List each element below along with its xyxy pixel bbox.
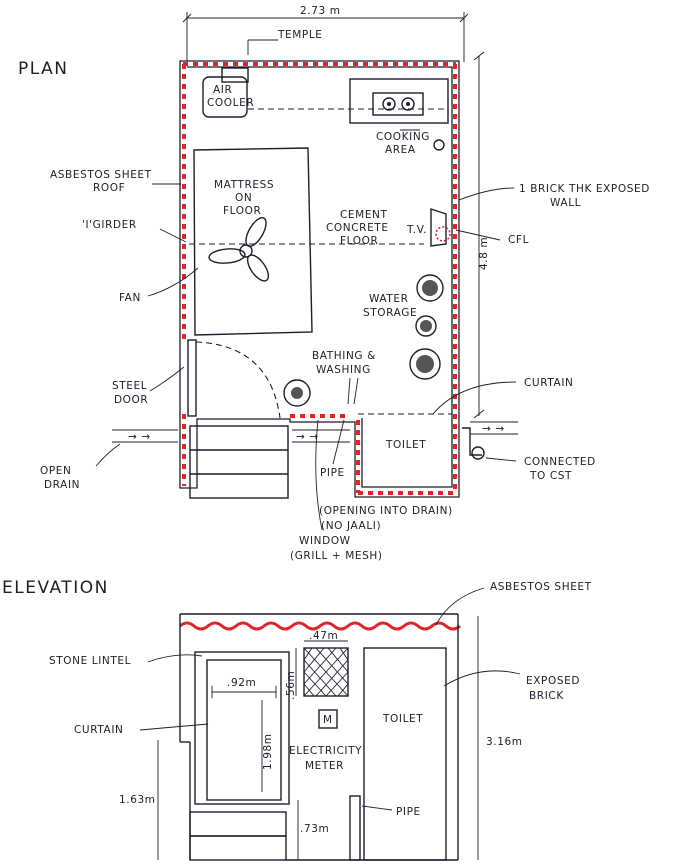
elevation-outline bbox=[179, 613, 459, 860]
dim-163-label: 1.63m bbox=[119, 794, 156, 806]
window-label-2: (GRILL + MESH) bbox=[290, 550, 383, 562]
open-drain-label-1: OPEN bbox=[40, 465, 72, 477]
electricity-meter bbox=[318, 709, 338, 729]
connected-label-2: TO CST bbox=[529, 470, 572, 482]
steel-door bbox=[187, 339, 281, 419]
dim-92-label: .92m bbox=[227, 677, 256, 689]
cfl-label: CFL bbox=[508, 234, 529, 246]
steel-door-label-2: DOOR bbox=[114, 394, 148, 406]
bathing-label-1: BATHING & bbox=[312, 350, 376, 362]
plan-depth-dimension: 4.8 m bbox=[473, 51, 490, 419]
brick-wall-label-1: 1 BRICK THK EXPOSED bbox=[519, 183, 650, 195]
temple-box bbox=[221, 67, 249, 83]
fan-label: FAN bbox=[119, 292, 141, 304]
water-label-1: WATER bbox=[369, 293, 409, 305]
ceiling-fan bbox=[208, 217, 270, 282]
air-cooler-label-1: AIR bbox=[213, 84, 232, 96]
mattress bbox=[193, 147, 313, 336]
stone-lintel-label: STONE LINTEL bbox=[49, 655, 131, 667]
opening-label-2: (NO JAALI) bbox=[321, 520, 381, 532]
mattress-label-3: FLOOR bbox=[223, 205, 261, 217]
asbestos-wave bbox=[179, 621, 461, 631]
toilet-label: TOILET bbox=[385, 439, 426, 451]
air-cooler bbox=[202, 76, 248, 118]
temple-label: TEMPLE bbox=[277, 29, 323, 41]
electricity-label-1: ELECTRICITY bbox=[289, 745, 362, 757]
svg-text:→ →: → → bbox=[482, 423, 505, 435]
plan-walls bbox=[179, 60, 460, 498]
svg-text:→ →: → → bbox=[296, 431, 319, 443]
plan-width-label: 2.73 m bbox=[300, 5, 341, 17]
plan-heading: PLAN bbox=[18, 59, 68, 79]
elevation-curtain-label: CURTAIN bbox=[74, 724, 123, 736]
tv-unit bbox=[430, 208, 447, 247]
cooking-label-2: AREA bbox=[385, 144, 416, 156]
tv-label: T.V. bbox=[406, 224, 427, 236]
connected-label-1: CONNECTED bbox=[524, 456, 596, 468]
elevation-heading: ELEVATION bbox=[2, 578, 109, 598]
water-label-2: STORAGE bbox=[363, 307, 417, 319]
meter-symbol: M bbox=[323, 714, 333, 726]
bathing-bucket bbox=[283, 379, 311, 407]
mattress-label-1: MATTRESS bbox=[214, 179, 274, 191]
elevation-pipe-label: PIPE bbox=[396, 806, 421, 818]
water-storage bbox=[409, 274, 444, 380]
opening-label-1: (OPENING INTO DRAIN) bbox=[319, 505, 453, 517]
asbestos-roof-label-1: ASBESTOS SHEET bbox=[50, 169, 152, 181]
window-label-1: WINDOW bbox=[299, 535, 351, 547]
dim-56-label: .56m bbox=[285, 671, 297, 700]
elevation-steps bbox=[180, 741, 287, 861]
bathing-label-2: WASHING bbox=[316, 364, 371, 376]
i-girder-label: 'I'GIRDER bbox=[82, 219, 137, 231]
cfl-icon bbox=[435, 226, 451, 242]
elevation-toilet-label: TOILET bbox=[382, 713, 423, 725]
dim-47-label: .47m bbox=[309, 630, 338, 642]
toilet-block bbox=[363, 647, 447, 861]
steel-door-label-1: STEEL bbox=[112, 380, 147, 392]
asbestos-sheet-label: ASBESTOS SHEET bbox=[490, 581, 592, 593]
brick-wall-label-2: WALL bbox=[550, 197, 581, 209]
open-drain-label-2: DRAIN bbox=[44, 479, 80, 491]
svg-text:→ →: → → bbox=[128, 431, 151, 443]
elevation-pipe bbox=[349, 795, 361, 861]
curtain-label: CURTAIN bbox=[524, 377, 573, 389]
pipe-label: PIPE bbox=[320, 467, 345, 479]
dim-316-label: 3.16m bbox=[486, 736, 523, 748]
cement-label-2: CONCRETE bbox=[326, 222, 389, 234]
cement-label-1: CEMENT bbox=[340, 209, 388, 221]
asbestos-roof-label-2: ROOF bbox=[93, 182, 125, 194]
open-drain: → → → → bbox=[112, 429, 350, 443]
door-frame bbox=[194, 651, 290, 805]
cst-connection: → → bbox=[462, 421, 518, 460]
air-cooler-label-2: COOLER bbox=[207, 97, 254, 109]
dim-73-label: .73m bbox=[300, 823, 329, 835]
plan-depth-label: 4.8 m bbox=[478, 237, 490, 270]
electricity-label-2: METER bbox=[305, 760, 344, 772]
cooking-label-1: COOKING bbox=[376, 131, 430, 143]
cement-label-3: FLOOR bbox=[340, 235, 378, 247]
entry-steps bbox=[189, 425, 289, 499]
mattress-label-2: ON bbox=[235, 192, 252, 204]
exposed-label-1: EXPOSED bbox=[526, 675, 580, 687]
dim-198-label: 1.98m bbox=[262, 733, 274, 770]
elevation-window bbox=[295, 640, 349, 697]
exposed-label-2: BRICK bbox=[529, 690, 564, 702]
cooking-area: COOKING AREA bbox=[349, 78, 449, 156]
plan-width-dimension: 2.73 m bbox=[182, 5, 469, 62]
